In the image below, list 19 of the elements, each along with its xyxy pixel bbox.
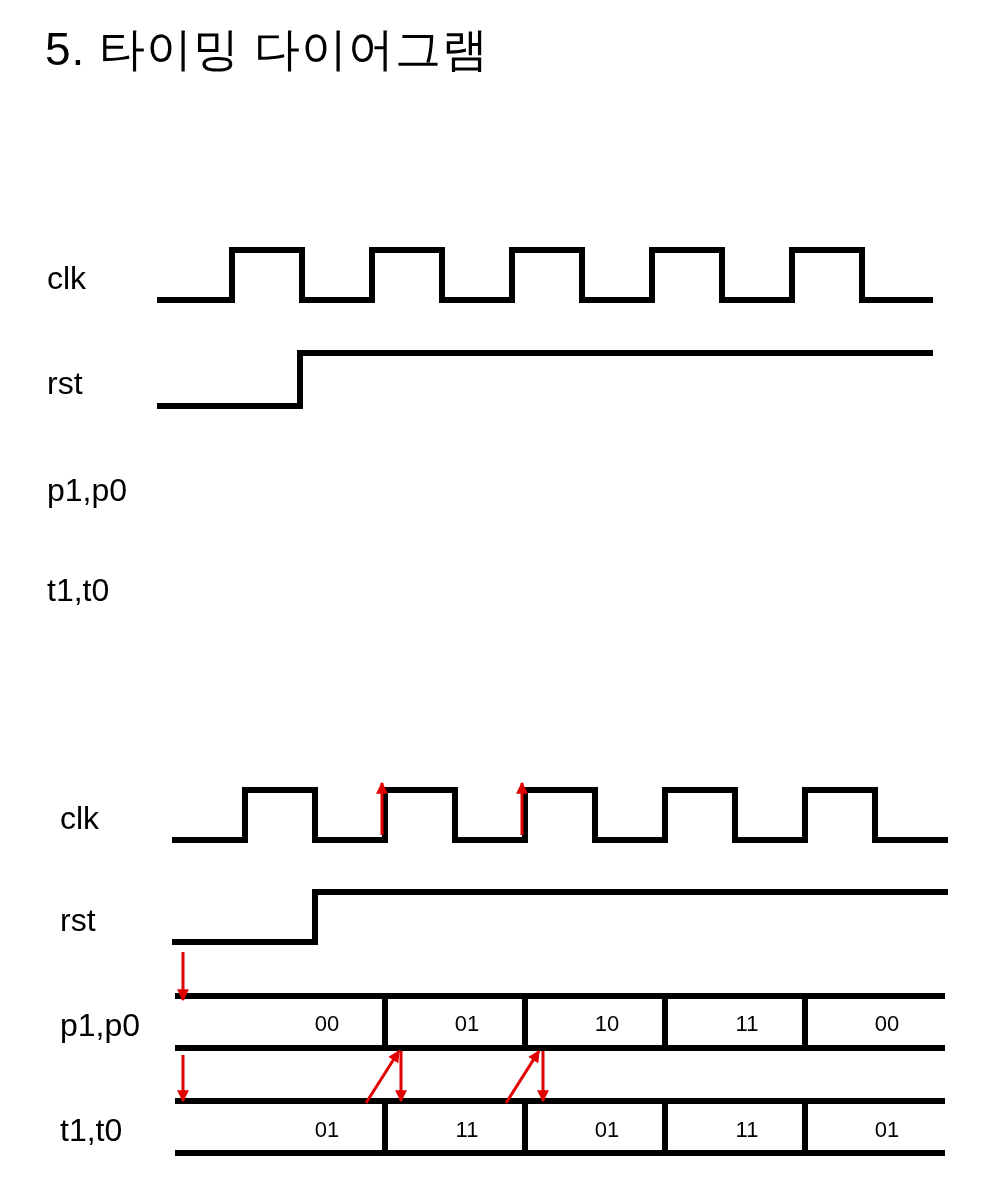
bus-value: 11 xyxy=(455,1119,479,1141)
signal-name: p1,p0 xyxy=(47,474,128,506)
bus-value: 01 xyxy=(314,1119,340,1141)
bus-value: 01 xyxy=(454,1013,480,1035)
bus-value: 01 xyxy=(594,1119,620,1141)
bus-value: 00 xyxy=(314,1013,340,1035)
signal-name: clk xyxy=(60,802,100,834)
diagram-title: 5. 타이밍 다이어그램 xyxy=(45,26,489,72)
signal-name: p1,p0 xyxy=(60,1009,141,1041)
signal-name: rst xyxy=(60,904,96,936)
bus-value: 11 xyxy=(735,1119,759,1141)
bus-value: 11 xyxy=(735,1013,759,1035)
bus-value: 00 xyxy=(874,1013,900,1035)
signal-name: rst xyxy=(47,367,83,399)
signal-name: clk xyxy=(47,262,87,294)
bus-value: 10 xyxy=(594,1013,620,1035)
signal-name: t1,t0 xyxy=(60,1114,123,1146)
signal-name: t1,t0 xyxy=(47,574,110,606)
bus-value: 01 xyxy=(874,1119,900,1141)
